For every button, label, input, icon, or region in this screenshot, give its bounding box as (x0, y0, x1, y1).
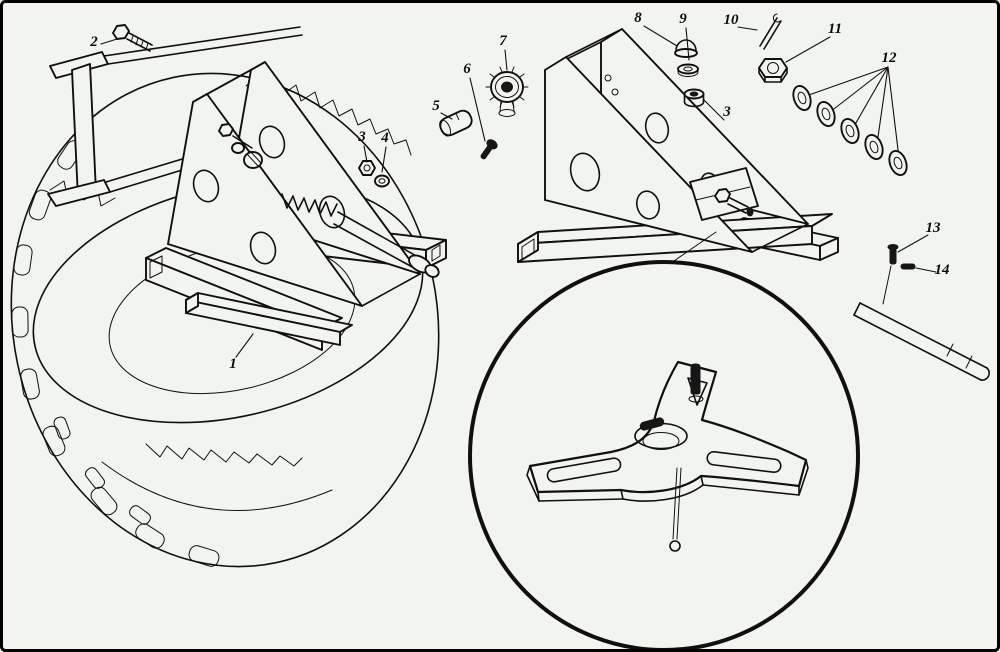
washer-12 (888, 149, 908, 177)
washer-part9 (677, 63, 699, 77)
callout-label-11: 11 (828, 21, 842, 37)
washer-12 (816, 100, 836, 128)
washer-12 (840, 117, 860, 145)
front-plate (167, 93, 363, 307)
right-front-plate-hole (635, 190, 661, 220)
sidewall-arc (101, 461, 333, 511)
clamp-bar-part1 (185, 292, 353, 346)
callout-label-3a: 3 (357, 129, 366, 145)
callout-label-13: 13 (926, 220, 942, 236)
detail-connector-line (670, 231, 717, 264)
fastener-stack (674, 39, 705, 108)
leader-lines (100, 25, 937, 358)
pin-standing (690, 363, 701, 395)
callout-label-14: 14 (935, 262, 951, 278)
pin-lying (639, 417, 665, 431)
callout-labels: 1 2 3 4 5 6 7 8 9 10 11 12 3 13 14 (89, 10, 950, 372)
callout-label-12: 12 (882, 50, 898, 66)
nut-part3-left (358, 160, 376, 176)
set-bolt-part6 (480, 139, 498, 160)
tread-lugs (11, 140, 220, 567)
retaining-pin-part13 (882, 244, 899, 305)
beam-top-flange (49, 51, 109, 79)
washer-fan-part12 (792, 66, 908, 177)
nut-part3-right (683, 88, 705, 108)
sprocket-part7 (485, 66, 529, 117)
callout-label-10: 10 (724, 12, 740, 28)
callout-label-5: 5 (432, 98, 440, 114)
washer-12 (864, 133, 884, 161)
barrel-spacer-part5 (439, 109, 473, 137)
handle-rod (853, 302, 991, 381)
callout-label-3b: 3 (722, 104, 731, 120)
i-beam (47, 26, 303, 207)
clevis-pin-part14 (900, 263, 916, 270)
tread-zigzag-bottom (145, 443, 303, 467)
callout-label-2: 2 (89, 34, 98, 50)
apex-hole (604, 74, 612, 82)
detail-inset (468, 231, 860, 652)
right-bracket-assembly (517, 28, 839, 263)
hub-hole-inner (642, 432, 680, 450)
apex-hole (611, 88, 619, 96)
hex-nut-part11 (758, 58, 788, 83)
pin-seat-hole (688, 395, 704, 403)
rear-plate-hole (258, 125, 286, 159)
left-bracket-assembly (145, 61, 447, 351)
cap-part8 (674, 39, 698, 58)
front-plate-hole (192, 169, 220, 203)
side-bracket (689, 167, 759, 221)
callout-label-4: 4 (380, 130, 389, 146)
hex-bolt-part2 (112, 24, 153, 52)
callout-label-9: 9 (679, 11, 687, 27)
right-front-plate-hole (569, 152, 601, 192)
washer-12 (792, 84, 812, 112)
cotter-pin-part10 (759, 13, 782, 50)
callout-label-8: 8 (634, 10, 642, 26)
right-rear-plate-hole (644, 112, 670, 144)
front-plate-hole (249, 231, 277, 265)
plate-slot-left (546, 457, 622, 483)
washer-part4 (374, 174, 390, 188)
callout-label-7: 7 (499, 33, 507, 49)
washer-fan-lines (805, 66, 900, 159)
callout-label-6: 6 (463, 61, 471, 77)
beam-web (71, 63, 97, 199)
hanging-rod (669, 467, 682, 552)
plate-slot-right (706, 450, 782, 474)
callout-label-1: 1 (229, 356, 237, 372)
screw-spring (281, 193, 338, 217)
jack-screw (218, 123, 440, 278)
beam-bottom-flange (47, 179, 111, 207)
rear-plate-hole (318, 195, 346, 229)
